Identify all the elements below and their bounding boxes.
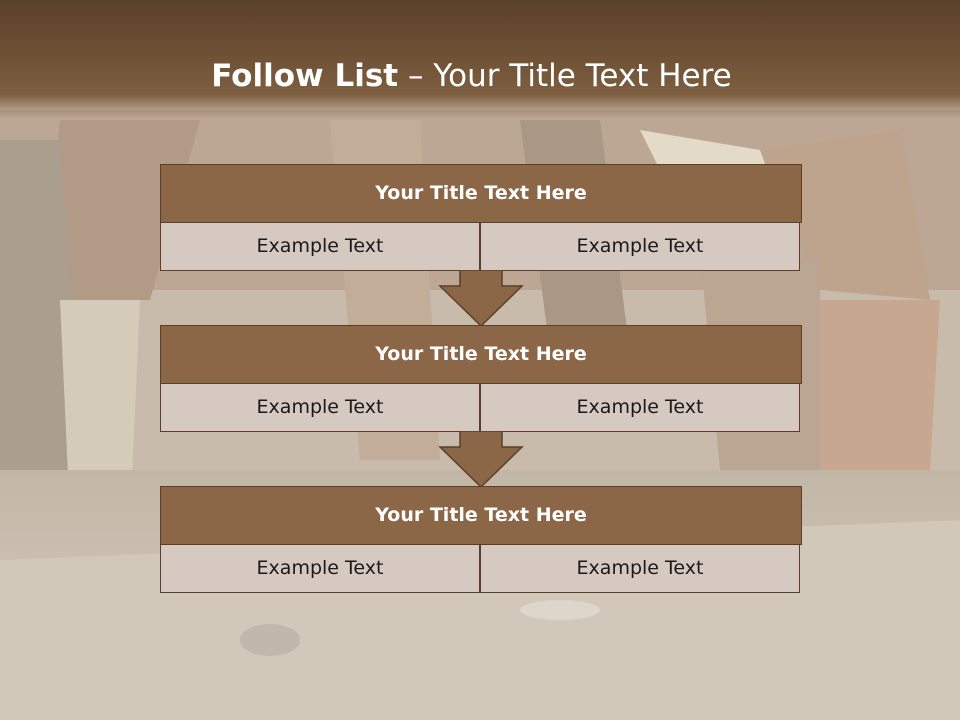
step-1-title: Your Title Text Here xyxy=(160,164,802,223)
step-1-left-cell: Example Text xyxy=(160,222,480,271)
title-separator: – xyxy=(407,58,424,94)
header-band xyxy=(0,0,960,118)
step-2-left-cell: Example Text xyxy=(160,383,480,432)
step-1-right-cell: Example Text xyxy=(480,222,800,271)
step-3-title: Your Title Text Here xyxy=(160,486,802,545)
slide-title: Follow List – Your Title Text Here xyxy=(0,54,943,98)
step-block-3: Your Title Text Here Example Text Exampl… xyxy=(160,486,802,593)
step-block-1: Your Title Text Here Example Text Exampl… xyxy=(160,164,802,271)
down-arrow-2 xyxy=(438,431,524,489)
step-2-right-cell: Example Text xyxy=(480,383,800,432)
title-rest: Your Title Text Here xyxy=(433,58,732,94)
step-3-right-cell: Example Text xyxy=(480,544,800,593)
step-block-2: Your Title Text Here Example Text Exampl… xyxy=(160,325,802,432)
down-arrow-1 xyxy=(438,270,524,328)
title-bold: Follow List xyxy=(211,58,399,94)
step-2-title: Your Title Text Here xyxy=(160,325,802,384)
step-3-left-cell: Example Text xyxy=(160,544,480,593)
